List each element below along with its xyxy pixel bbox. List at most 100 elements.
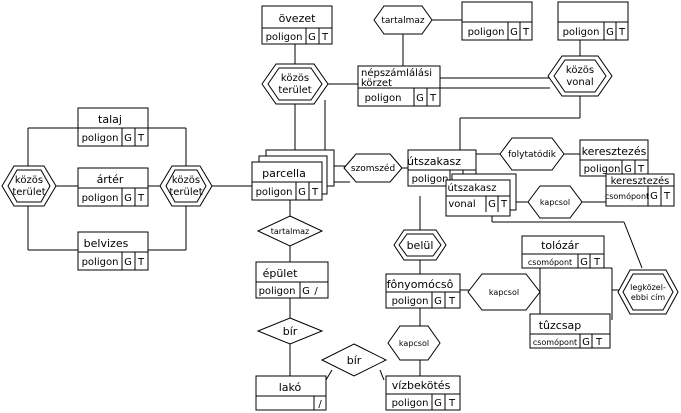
entity-lako[interactable]: lakó / <box>255 375 327 411</box>
t-label: T <box>311 187 319 198</box>
g-label: G <box>580 257 588 268</box>
relation-bir-1[interactable]: bír <box>256 317 324 345</box>
type-label: poligon <box>256 187 293 198</box>
entity-name: tolózár <box>541 239 579 252</box>
g-label: G <box>308 32 316 43</box>
t-label: T <box>448 296 456 307</box>
g-label: G <box>124 193 132 204</box>
relation-kapcsol-1[interactable]: kapcsol <box>527 185 583 219</box>
type-label: poligon <box>468 27 505 38</box>
relation-label-line2: vonal <box>566 77 593 88</box>
g-label: G <box>434 296 442 307</box>
type-label: poligon <box>584 164 621 175</box>
t-label: T <box>500 199 508 210</box>
t-label: T <box>618 27 626 38</box>
relation-label-line1: közös <box>172 175 200 186</box>
entity-epulet[interactable]: épület poligon G / <box>255 261 329 299</box>
t-label: T <box>429 93 437 104</box>
relation-label: szomszéd <box>351 163 395 174</box>
relation-tartalmaz-top[interactable]: tartalmaz <box>373 5 433 35</box>
entity-top-middle[interactable]: poligon G T <box>461 1 533 41</box>
t-label: T <box>321 32 329 43</box>
g-label: G <box>582 337 590 348</box>
relation-szomszed[interactable]: szomszéd <box>343 153 403 183</box>
entity-name: fônyomócsô <box>387 278 454 291</box>
entity-name: útszakasz <box>447 182 496 194</box>
entity-arter[interactable]: ártér poligon G T <box>77 167 149 207</box>
relation-label-line1: közös <box>15 175 43 186</box>
type-label: poligon <box>412 174 449 185</box>
entity-keresztezes-csomopont[interactable]: keresztezés csomópont G T <box>605 173 675 207</box>
g-label: G <box>434 398 442 409</box>
entity-name: övezet <box>279 12 317 25</box>
entity-name: belvizes <box>84 237 129 250</box>
entity-tuzcsap[interactable]: tûzcsap csomópont G T <box>529 313 611 349</box>
entity-vizbekotes[interactable]: vízbekötés poligon G T <box>385 375 461 411</box>
relation-label: kapcsol <box>489 288 519 297</box>
type-label: poligon <box>563 27 600 38</box>
t-label: / <box>314 286 318 297</box>
relation-label: kapcsol <box>399 339 429 348</box>
entity-name: tûzcsap <box>539 319 582 332</box>
t-label: T <box>595 337 603 348</box>
t-label: T <box>137 193 145 204</box>
relation-label-line2: terület <box>169 187 202 198</box>
entity-parcella[interactable]: parcella poligon G T <box>251 149 335 201</box>
relation-legkozelebbi-cim[interactable]: legközel- ebbi cím <box>617 269 679 315</box>
entity-talaj[interactable]: talaj poligon G T <box>77 107 149 147</box>
entity-utszakasz-vonal[interactable]: útszakasz vonal G T <box>445 173 517 217</box>
type-label: poligon <box>82 257 119 268</box>
g-label: G <box>302 286 310 297</box>
relation-label: tartalmaz <box>271 227 309 236</box>
entity-fonyomocso[interactable]: fônyomócsô poligon G T <box>385 273 461 309</box>
relation-kozos-vonal[interactable]: közös vonal <box>547 55 613 97</box>
relation-tartalmaz-mid[interactable]: tartalmaz <box>256 215 324 247</box>
relation-kapcsol-2[interactable]: kapcsol <box>467 273 541 311</box>
entity-name-line1: népszámlálási <box>361 67 432 79</box>
entity-tolozar[interactable]: tolózár csomópont G T <box>521 235 605 269</box>
entity-top-right[interactable]: poligon G T <box>557 1 629 41</box>
relation-kapcsol-3[interactable]: kapcsol <box>387 325 441 361</box>
g-label: G <box>510 27 518 38</box>
relation-label-line2: terület <box>12 187 45 198</box>
entity-name: keresztezés <box>582 145 647 158</box>
relation-label: tartalmaz <box>381 16 425 26</box>
entity-name: talaj <box>98 113 122 126</box>
relation-label: folytatódik <box>508 149 557 160</box>
relation-folytatodik[interactable]: folytatódik <box>499 137 565 171</box>
type-label: csomópont <box>528 257 572 267</box>
t-label: T <box>522 27 530 38</box>
type-label: csomópont <box>605 191 649 201</box>
relation-kozos-terulet-top[interactable]: közös terület <box>261 63 329 105</box>
relation-kozos-terulet-mid[interactable]: közös terület <box>159 165 213 207</box>
type-label: poligon <box>82 133 119 144</box>
entity-name: keresztezés <box>611 175 670 187</box>
entity-name-line2: körzet <box>361 78 392 89</box>
relation-label: belül <box>407 239 434 252</box>
relation-belul[interactable]: belül <box>393 229 447 261</box>
type-label: poligon <box>392 296 429 307</box>
t-label: T <box>637 164 645 175</box>
t-label: T <box>663 191 671 202</box>
t-label: T <box>593 257 601 268</box>
t-label: T <box>448 398 456 409</box>
type-label: poligon <box>259 286 296 297</box>
g-label: G <box>650 191 658 202</box>
entity-ovezet[interactable]: övezet poligon G T <box>261 5 333 45</box>
type-label: vonal <box>448 199 475 210</box>
entity-belvizes[interactable]: belvizes poligon G T <box>77 231 149 271</box>
relation-kozos-terulet-left[interactable]: közös terület <box>1 165 57 207</box>
g-label: G <box>624 164 632 175</box>
entity-name: parcella <box>262 167 306 180</box>
relation-label-line2: ebbi cím <box>631 293 665 302</box>
g-label: G <box>298 187 306 198</box>
relation-label-line1: közös <box>566 65 594 76</box>
type-label: csomópont <box>533 337 577 347</box>
relation-bir-2[interactable]: bír <box>320 343 388 377</box>
type-label: poligon <box>392 398 429 409</box>
entity-keresztezes[interactable]: keresztezés poligon G T <box>579 139 649 177</box>
relation-label-line1: közös <box>281 73 309 84</box>
entity-nepszamlalasi-korzet[interactable]: népszámlálási körzet poligon G T <box>357 65 441 107</box>
entity-name: lakó <box>279 381 302 394</box>
